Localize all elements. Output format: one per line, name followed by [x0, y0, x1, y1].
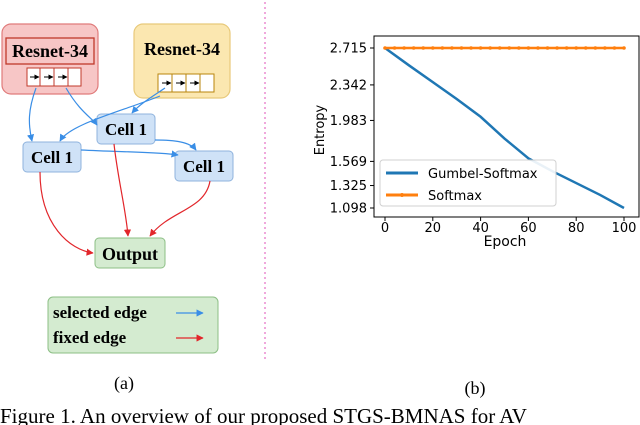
- y-tick-label: 1.983: [330, 114, 367, 129]
- edge-left-to-cellleft: [27, 87, 37, 142]
- series-point-softmax: [411, 46, 416, 50]
- series-point-softmax: [555, 46, 559, 50]
- series-point-softmax: [392, 46, 397, 50]
- output-label: Output: [102, 244, 158, 264]
- chart-panel-label: (b): [465, 378, 486, 399]
- series-point-softmax: [488, 46, 492, 50]
- legend-marker-softmax: [400, 193, 404, 197]
- edge-cellright-to-output: [149, 180, 211, 237]
- series-point-softmax: [497, 46, 502, 50]
- x-tick-label: 80: [568, 221, 585, 236]
- series-point-softmax: [431, 46, 435, 50]
- figure-caption: Figure 1. An overview of our proposed ST…: [0, 404, 527, 425]
- cell-top-label: Cell 1: [105, 120, 147, 139]
- chart-series: [383, 46, 626, 210]
- series-point-softmax: [536, 46, 540, 50]
- series-point-softmax: [545, 46, 550, 50]
- edge-left-to-celltop: [65, 87, 98, 126]
- series-point-softmax: [469, 46, 473, 50]
- diagram-panel-label: (a): [114, 373, 134, 394]
- y-tick-label: 2.342: [330, 78, 367, 93]
- resnet-left-label: Resnet-34: [12, 41, 88, 61]
- chart-xlabel: Epoch: [484, 234, 527, 250]
- series-point-softmax: [478, 46, 483, 50]
- edge-celltop-to-output: [113, 143, 132, 237]
- series-point-softmax: [612, 46, 617, 50]
- resnet-right-block: Resnet-34: [133, 23, 231, 99]
- series-point-softmax: [593, 46, 598, 50]
- legend-label-softmax: Softmax: [428, 189, 482, 204]
- cell-left-label: Cell 1: [31, 148, 73, 167]
- series-point-softmax: [507, 46, 512, 50]
- series-point-softmax: [583, 46, 588, 50]
- cell-top: Cell 1: [96, 113, 156, 145]
- series-point-softmax: [564, 46, 569, 50]
- selected-edges: [27, 87, 197, 158]
- resnet-left-block: Resnet-34: [1, 23, 99, 95]
- chart-ticks: 0 20 40 60 80 100 1.098 1.325 1.569 1.983 2.342 2.7…: [330, 42, 637, 237]
- fixed-edges: [39, 143, 211, 256]
- resnet-right-label: Resnet-34: [144, 39, 220, 59]
- entropy-chart: 0 20 40 60 80 100 1.098 1.325 1.569 1.983 2.342 2.7…: [313, 35, 640, 399]
- series-point-softmax: [517, 46, 521, 50]
- y-tick-label: 1.569: [330, 155, 367, 170]
- legend-selected-label: selected edge: [53, 303, 147, 322]
- y-tick-label: 1.325: [330, 179, 367, 194]
- x-tick-label: 100: [612, 221, 637, 236]
- series-point-softmax: [622, 46, 626, 50]
- output-node: Output: [94, 237, 166, 269]
- cell-right-label: Cell 1: [183, 157, 225, 176]
- cell-left: Cell 1: [22, 141, 82, 173]
- series-point-softmax: [421, 46, 426, 50]
- x-tick-label: 0: [381, 221, 389, 236]
- series-point-softmax: [603, 46, 607, 50]
- chart-legend: Gumbel-Softmax Softmax: [379, 159, 557, 207]
- legend-label-gumbel-softmax: Gumbel-Softmax: [428, 167, 538, 182]
- y-tick-label: 1.098: [330, 202, 367, 217]
- edge-celltop-to-cellright: [154, 139, 197, 151]
- series-line-gumbel-softmax: [384, 46, 625, 210]
- x-tick-label: 40: [472, 221, 489, 236]
- series-point-softmax: [574, 46, 578, 50]
- x-tick-label: 20: [425, 221, 442, 236]
- chart-ylabel: Entropy: [313, 104, 328, 155]
- series-point-softmax: [383, 46, 387, 50]
- diagram-legend: selected edge fixed edge: [47, 296, 219, 354]
- series-point-softmax: [526, 46, 531, 50]
- series-point-softmax: [459, 46, 464, 50]
- edge-cellleft-to-cellright: [80, 149, 179, 158]
- series-point-softmax: [440, 46, 445, 50]
- edge-cellleft-to-output: [39, 171, 94, 256]
- y-tick-label: 2.715: [330, 42, 367, 57]
- series-point-softmax: [450, 46, 454, 50]
- cell-right: Cell 1: [174, 150, 234, 182]
- architecture-diagram: Resnet-34 Resnet-34 Cell 1: [1, 23, 234, 394]
- series-point-softmax: [402, 46, 406, 50]
- x-tick-label: 60: [520, 221, 537, 236]
- edge-right-to-cellleft: [59, 95, 161, 142]
- legend-fixed-label: fixed edge: [53, 328, 127, 347]
